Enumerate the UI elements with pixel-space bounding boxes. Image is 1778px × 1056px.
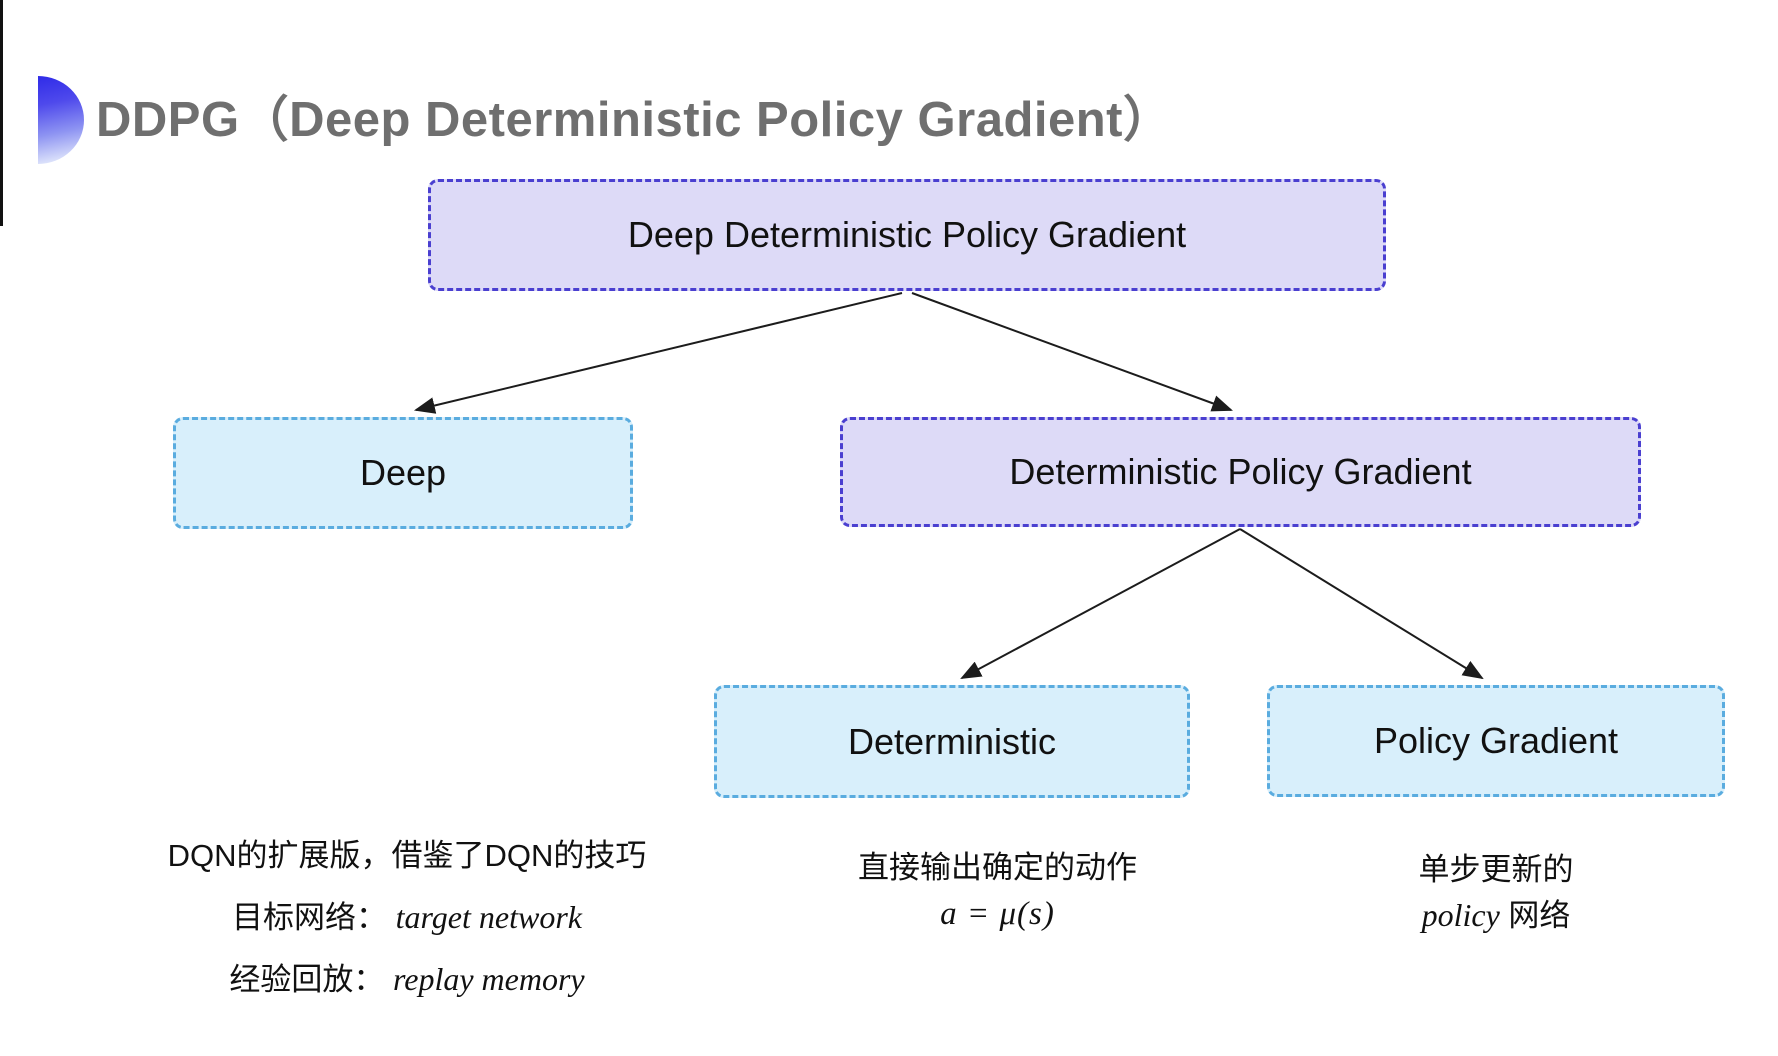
note-deep-line3: 经验回放： replay memory [229,961,584,998]
note-deep-line2-term: target network [395,899,582,935]
node-deterministic: Deterministic [714,685,1190,798]
arrow-dpg-to-deterministic [960,528,1241,679]
node-label: Deep Deterministic Policy Gradient [627,214,1187,255]
node-label: Deterministic [847,720,1057,762]
note-deep-line3-label: 经验回放： [229,962,385,997]
note-deep: DQN的扩展版，借鉴了DQN的技巧 目标网络： target network 经… [117,838,697,998]
note-policy-gradient-line1: 单步更新的 [1418,852,1574,887]
note-deterministic-line1: 直接输出确定的动作 [858,850,1137,885]
node-deterministic-policy-gradient: Deterministic Policy Gradient [840,417,1641,527]
node-deep-deterministic-policy-gradient: Deep Deterministic Policy Gradient [428,179,1386,291]
note-policy-gradient: 单步更新的 policy 网络 [1290,852,1702,934]
note-deep-line1: DQN的扩展版，借鉴了DQN的技巧 [167,838,647,873]
page-title: DDPG（Deep Deterministic Policy Gradient） [96,93,1173,147]
node-policy-gradient: Policy Gradient [1267,685,1725,797]
note-deep-line2: 目标网络： target network [232,899,582,936]
note-policy-gradient-suffix: 网络 [1499,898,1571,933]
note-policy-gradient-term: policy [1421,897,1500,933]
node-label: Deep [359,452,447,493]
note-deep-line3-term: replay memory [392,961,585,997]
node-label: Deterministic Policy Gradient [1009,451,1472,492]
note-deterministic-formula: a = μ(s) [940,896,1055,932]
node-deep: Deep [173,417,633,529]
title-bullet-icon [38,76,84,164]
note-deterministic: 直接输出确定的动作 a = μ(s) [790,850,1205,932]
arrow-dpg-to-policy-gradient [1239,528,1484,680]
note-deep-line2-label: 目标网络： [232,900,388,935]
arrow-root-to-dpg [911,292,1233,412]
arrow-root-to-deep [413,292,903,414]
note-policy-gradient-line2: policy 网络 [1422,897,1571,934]
node-label: Policy Gradient [1373,720,1619,761]
left-edge-line [0,0,3,226]
